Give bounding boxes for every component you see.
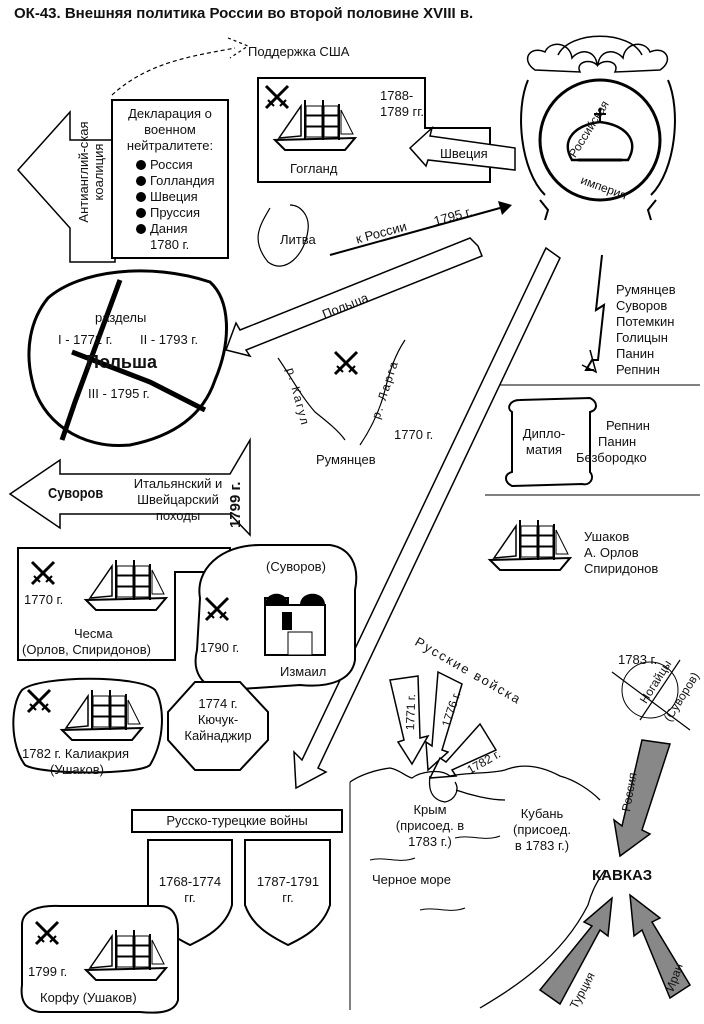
general-name: Суворов — [616, 298, 668, 313]
general-name: Потемкин — [616, 314, 675, 329]
troops-arrow-1771 — [389, 675, 430, 766]
usa-support-label: Поддержка США — [248, 44, 350, 59]
izmail-year: 1790 г. — [200, 640, 240, 655]
kuchuk-year: 1774 г. — [198, 696, 238, 711]
general-name: Румянцев — [616, 282, 676, 297]
corfu-year: 1799 г. — [28, 964, 68, 979]
diplomacy-label: Дипло-матия — [522, 426, 566, 457]
declaration-box — [111, 99, 229, 259]
caucasus-label: КАВКАЗ — [592, 867, 653, 884]
rivers-year: 1770 г. — [394, 427, 434, 442]
declaration-member: Пруссия — [150, 205, 201, 220]
italian-campaign-text: Итальянский и Швейцарский походы — [133, 476, 223, 523]
nogai-year: 1783 г. — [618, 652, 658, 667]
diplomat: Репнин — [606, 418, 650, 433]
chesma-name: Чесма — [74, 626, 113, 641]
troops-year-1771: 1771 г. — [402, 693, 419, 731]
hogland-name: Гогланд — [290, 161, 338, 176]
kuban-label: Кубань (присоед. в 1783 г.) — [513, 806, 571, 853]
declaration-title: Декларация о военном нейтралитете: — [126, 106, 214, 153]
corfu-name: Корфу (Ушаков) — [40, 990, 137, 1005]
wars-title: Русско-турецкие войны — [166, 813, 308, 828]
kaliakria-name: 1782 г. Калиакрия — [22, 746, 130, 761]
italian-campaign-arrow — [8, 437, 251, 537]
navy-commander: Спиридонов — [584, 561, 659, 576]
lithuania-label: Литва — [280, 232, 316, 247]
navy-commander: А. Орлов — [584, 545, 639, 560]
general-name: Репнин — [616, 362, 660, 377]
declaration-member: Швеция — [150, 189, 198, 204]
declaration-member: Дания — [150, 221, 188, 236]
partitions-label: разделы — [95, 310, 147, 325]
russian-empire-emblem — [520, 35, 676, 221]
chesma-year: 1770 г. — [24, 592, 64, 607]
poland-arrow — [225, 237, 483, 358]
russia-arrow — [612, 739, 671, 858]
coalition-label: Антианглий-ская коалиция — [76, 121, 106, 223]
troops-arrow-1782 — [428, 722, 498, 779]
turkey-arrow — [538, 896, 613, 1006]
declaration-member: Голландия — [150, 173, 215, 188]
kuchuk-name: Кючук-Кайнаджир — [184, 712, 252, 743]
diplomat: Безбородко — [576, 450, 647, 465]
general-name: Голицын — [616, 330, 668, 345]
crimea-label: Крым (присоед. в 1783 г.) — [395, 802, 465, 849]
navy-commander: Ушаков — [584, 529, 630, 544]
usa-support-arrow — [111, 47, 236, 96]
diplomacy-scroll — [505, 396, 597, 488]
poland-map — [27, 269, 228, 448]
sweden-arrow — [408, 125, 516, 171]
hogland-years: 1788-1789 гг. — [380, 88, 425, 119]
war-1787-shield — [244, 839, 331, 947]
to-russia-arrow — [329, 207, 501, 256]
kuchuk-kainarji-box — [167, 681, 269, 771]
general-name: Панин — [616, 346, 655, 361]
diplomat: Панин — [598, 434, 637, 449]
main-diagonal-arrow — [293, 246, 561, 790]
partition-1: I - 1772 г. — [58, 332, 113, 347]
chesma-commanders: (Орлов, Спиридонов) — [22, 642, 151, 657]
fortress-icon — [264, 593, 326, 656]
coalition-arrow — [16, 110, 116, 263]
rivers-commander: Румянцев — [316, 452, 376, 467]
black-sea-label: Черное море — [372, 872, 452, 887]
partition-3: III - 1795 г. — [88, 386, 150, 401]
poland-name: Польша — [86, 352, 157, 372]
iran-arrow — [629, 893, 692, 1000]
war-1787: 1787-1791 гг. — [256, 874, 320, 905]
wars-title-box — [131, 809, 343, 833]
suvorov-label: Суворов — [48, 485, 104, 502]
declaration-year: 1780 г. — [150, 237, 190, 252]
partition-2: II - 1793 г. — [140, 332, 199, 347]
izmail-name: Измаил — [280, 664, 327, 679]
sweden-label: Швеция — [440, 146, 488, 161]
izmail-commander: (Суворов) — [266, 559, 326, 574]
war-1768: 1768-1774 гг. — [158, 874, 222, 905]
italian-campaign-year: 1799 г. — [227, 481, 244, 528]
coastline — [349, 765, 601, 803]
page-title: ОК-43. Внешняя политика России во второй… — [14, 5, 474, 22]
kaliakria-commander: (Ушаков) — [50, 762, 104, 777]
declaration-member: Россия — [150, 157, 193, 172]
